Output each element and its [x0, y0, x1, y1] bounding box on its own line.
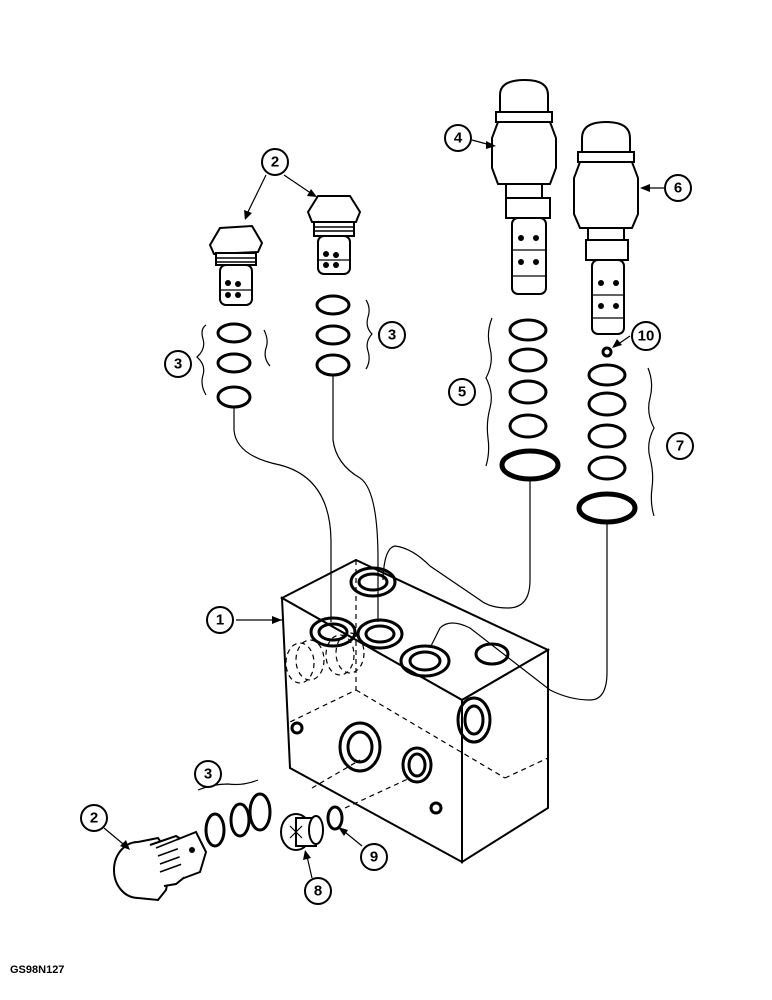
callout-7: 7	[666, 432, 694, 460]
callout-label-10: 10	[638, 328, 655, 345]
cartridge-2-right	[306, 195, 362, 275]
valve-block	[279, 558, 551, 864]
callout-label-4: 4	[454, 130, 463, 147]
top-port-2	[349, 566, 397, 598]
callout-label-1: 1	[216, 612, 224, 629]
ball-10	[601, 346, 613, 358]
callout-label-6: 6	[674, 180, 682, 197]
callout-label-7: 7	[676, 438, 684, 455]
front-port-small	[401, 746, 433, 784]
mount-hole-right	[429, 801, 443, 815]
right-port	[456, 696, 492, 744]
callout-9: 9	[338, 827, 388, 871]
callout-label-8: 8	[314, 883, 322, 900]
callout-label-9: 9	[370, 849, 378, 866]
top-port-4	[399, 644, 451, 678]
front-port-large	[338, 721, 382, 773]
callout-2-top: 2	[244, 148, 317, 220]
callout-1: 1	[206, 606, 282, 634]
callout-10: 10	[612, 321, 661, 351]
plug-8	[280, 813, 324, 851]
callout-label-2-bottom: 2	[90, 810, 98, 827]
callout-label-3-right: 3	[388, 327, 396, 344]
callout-label-3-left: 3	[174, 356, 182, 373]
cartridge-6	[573, 120, 639, 335]
callout-5: 5	[448, 378, 476, 406]
callout-4: 4	[444, 124, 496, 152]
callout-label-2-top: 2	[271, 154, 279, 171]
seal-set-5	[485, 317, 561, 482]
mount-hole-left	[290, 721, 304, 735]
alignment-lines	[311, 759, 411, 809]
seal-set-3-right	[315, 294, 373, 377]
hidden-cavities	[285, 632, 365, 684]
cartridge-4	[491, 78, 557, 295]
cartridge-2-left	[208, 224, 264, 306]
figure-id-label: GS98N127	[10, 964, 65, 976]
callout-3-bottom: 3	[194, 760, 222, 788]
top-port-3	[356, 618, 404, 650]
leader-lines	[233, 376, 608, 701]
callout-3-right: 3	[378, 321, 406, 349]
top-port-1	[309, 616, 357, 648]
callout-8: 8	[303, 850, 332, 905]
plug-2-bottom	[113, 830, 208, 902]
top-port-5	[474, 642, 510, 666]
seal-set-3-left	[196, 322, 271, 409]
callout-label-5: 5	[458, 384, 466, 401]
callout-label-3-bottom: 3	[204, 766, 212, 783]
callout-3-left: 3	[164, 350, 192, 378]
callout-6: 6	[640, 174, 692, 202]
seal-9	[326, 805, 344, 831]
seal-set-7	[576, 346, 655, 525]
seal-set-3-bottom	[197, 779, 272, 848]
callout-2-bottom: 2	[80, 804, 130, 850]
